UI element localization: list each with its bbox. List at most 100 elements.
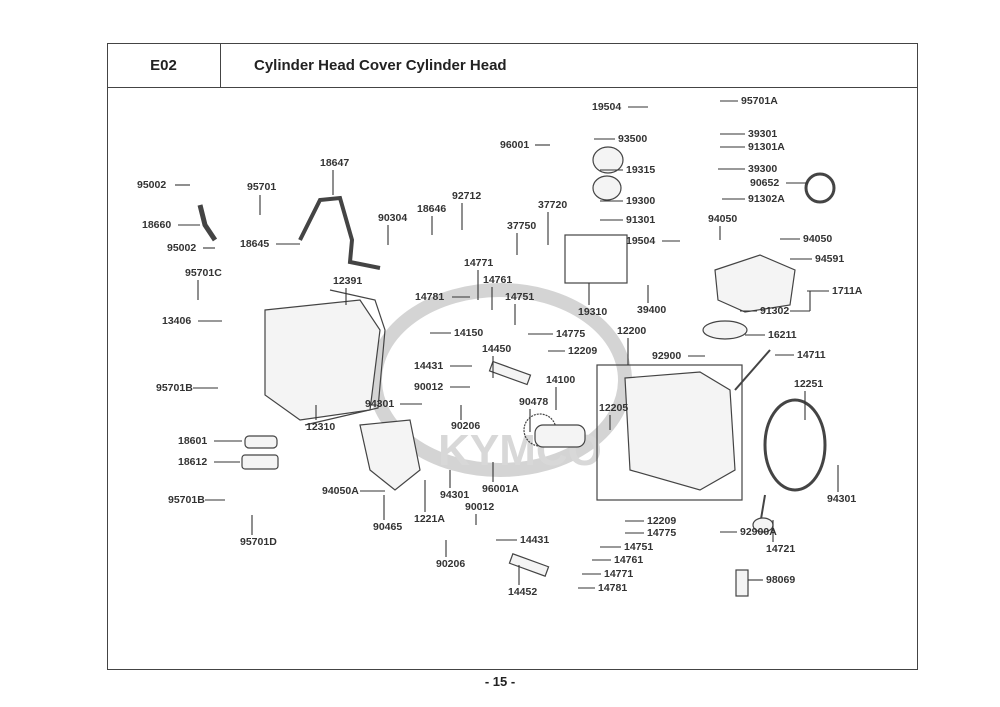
- part-number-label: 90652: [750, 177, 780, 189]
- part-number-label: 14761: [614, 554, 644, 566]
- part-number-label: 95701B: [156, 382, 193, 394]
- part-number-label: 14431: [414, 360, 444, 372]
- part-number-label: 14775: [647, 527, 677, 539]
- part-number-label: 14450: [482, 343, 512, 355]
- part-number-label: 14150: [454, 327, 484, 339]
- cylinder-head-cover: [264, 299, 381, 421]
- part-number-label: 95701D: [240, 536, 277, 548]
- cover-gasket: [304, 289, 386, 426]
- part-number-label: 95701A: [741, 95, 778, 107]
- part-number-label: 94050: [803, 233, 833, 245]
- part-number-label: 90206: [436, 558, 466, 570]
- part-number-label: 91302A: [748, 193, 785, 205]
- throttle-body: [714, 254, 796, 313]
- hose-clamp: [804, 172, 836, 204]
- part-number-label: 14711: [797, 349, 826, 361]
- spark-plug: [735, 569, 749, 597]
- page-title: Cylinder Head Cover Cylinder Head: [254, 57, 507, 74]
- cylinder-head: [624, 371, 736, 491]
- part-number-label: 1221A: [414, 513, 445, 525]
- part-number-label: 94050A: [322, 485, 359, 497]
- tappet-cover: [244, 435, 278, 449]
- part-number-label: 18645: [240, 238, 270, 250]
- part-number-label: 12209: [568, 345, 598, 357]
- cylinder-head-outline: [596, 364, 743, 501]
- part-number-label: 18660: [142, 219, 172, 231]
- thermostat-outline: [564, 234, 628, 284]
- part-number-label: 14781: [598, 582, 628, 594]
- page-number: - 15 -: [484, 674, 516, 689]
- part-number-label: 37720: [538, 199, 568, 211]
- part-number-label: 14775: [556, 328, 586, 340]
- part-number-label: 98069: [766, 574, 796, 586]
- part-number-label: 14100: [546, 374, 576, 386]
- part-number-label: 94591: [815, 253, 845, 265]
- part-number-label: 92900A: [740, 526, 777, 538]
- oil-pipe: [298, 195, 381, 270]
- part-number-label: 12251: [794, 378, 824, 390]
- part-number-label: 14761: [483, 274, 513, 286]
- part-number-label: 12205: [599, 402, 629, 414]
- header-divider: [220, 43, 221, 88]
- part-number-label: 95701C: [185, 267, 222, 279]
- part-number-label: 95701: [247, 181, 277, 193]
- part-number-label: 19300: [626, 195, 656, 207]
- part-number-label: 18612: [178, 456, 208, 468]
- rocker-shaft: [488, 360, 532, 386]
- section-code: E02: [150, 57, 177, 74]
- part-number-label: 1711A: [832, 285, 863, 297]
- camshaft: [534, 424, 586, 448]
- header-box: [107, 43, 918, 88]
- tappet-cover-gasket: [241, 454, 279, 470]
- thermostat-cover: [592, 146, 624, 174]
- part-number-label: 39300: [748, 163, 778, 175]
- valve-intake: [734, 349, 771, 391]
- part-number-label: 12200: [617, 325, 647, 337]
- part-number-label: 96001: [500, 139, 530, 151]
- part-number-label: 14771: [464, 257, 494, 269]
- part-number-label: 39400: [637, 304, 667, 316]
- part-number-label: 12310: [306, 421, 336, 433]
- part-number-label: 14751: [624, 541, 654, 553]
- thermostat: [592, 175, 622, 201]
- part-number-label: 95701B: [168, 494, 205, 506]
- rocker-shaft-2: [508, 553, 550, 577]
- part-number-label: 39301: [748, 128, 778, 140]
- part-number-label: 18646: [417, 203, 447, 215]
- part-number-label: 37750: [507, 220, 537, 232]
- part-number-label: 14452: [508, 586, 538, 598]
- part-number-label: 91302: [760, 305, 790, 317]
- part-number-label: 13406: [162, 315, 192, 327]
- part-number-label: 90465: [373, 521, 403, 533]
- part-number-label: 16211: [768, 329, 797, 341]
- breather-hose: [197, 204, 218, 242]
- part-number-label: 91301A: [748, 141, 785, 153]
- part-number-label: 90012: [465, 501, 495, 513]
- part-number-label: 19504: [592, 101, 622, 113]
- part-number-label: 96001A: [482, 483, 519, 495]
- part-number-label: 92712: [452, 190, 482, 202]
- part-number-label: 90206: [451, 420, 481, 432]
- part-number-label: 18647: [320, 157, 350, 169]
- rocker-holder: [359, 419, 421, 491]
- part-number-label: 95002: [137, 179, 167, 191]
- part-number-label: 91301: [626, 214, 656, 226]
- part-number-label: 93500: [618, 133, 648, 145]
- part-number-label: 19315: [626, 164, 656, 176]
- part-number-label: 12391: [333, 275, 363, 287]
- part-number-label: 90012: [414, 381, 444, 393]
- part-number-label: 14751: [505, 291, 535, 303]
- part-number-label: 14781: [415, 291, 445, 303]
- part-number-label: 18601: [178, 435, 208, 447]
- part-number-label: 12209: [647, 515, 677, 527]
- part-number-label: 90478: [519, 396, 549, 408]
- part-number-label: 94301: [827, 493, 857, 505]
- part-number-label: 90304: [378, 212, 408, 224]
- part-number-label: 92900: [652, 350, 682, 362]
- part-number-label: 94050: [708, 213, 738, 225]
- part-number-label: 95002: [167, 242, 197, 254]
- part-number-label: 94301: [440, 489, 470, 501]
- part-number-label: 94301: [365, 398, 395, 410]
- part-number-label: 19310: [578, 306, 608, 318]
